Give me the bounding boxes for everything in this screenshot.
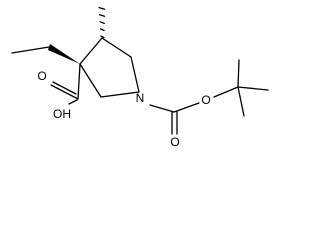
bond-tbutyl-methyl-right [237,86,269,91]
bond-tbutyl-methyl-up [237,59,240,88]
boc-carbamate-group [149,59,269,135]
methyl-hashed-bond [98,6,106,39]
hash-line-3 [99,21,105,25]
hash-line-5 [98,6,106,10]
skeletal-structure-diagram: N OH O O O [11,6,269,149]
bond-c5-n1 [130,56,140,93]
bond-ester-o-quaternary-c [213,86,239,98]
atom-label-boc-carbonyl-oxygen: O [170,135,179,149]
ethyl-wedge-bond [48,44,80,64]
atom-label-carboxyl-oxygen: O [37,69,46,83]
atom-label-hydroxyl: OH [53,107,71,121]
hash-line-4 [98,14,106,17]
hash-line-2 [99,28,105,32]
bond-tbutyl-methyl-down [237,86,245,117]
bond-c2-c3 [79,63,102,98]
bond-ethyl-terminal [11,46,50,54]
bond-c3-carboxyl [77,63,81,100]
bond-carboxyl-double-inner [52,81,77,95]
atom-label-nitrogen: N [136,91,145,105]
atom-label-boc-ester-oxygen: O [201,93,210,107]
bond-carbonyl-ester-o [173,102,200,113]
bond-c4-c5 [101,37,132,58]
bond-n-carbonyl [149,104,175,113]
hash-line-1 [100,35,105,39]
bond-carboxyl-oh [68,99,78,105]
pyrrolidine-ring [79,37,140,98]
carboxylic-acid-group [50,63,81,105]
bond-carboxyl-double-outer [50,84,79,100]
bond-n1-c2 [100,91,140,98]
bond-c3-c4 [79,37,103,65]
